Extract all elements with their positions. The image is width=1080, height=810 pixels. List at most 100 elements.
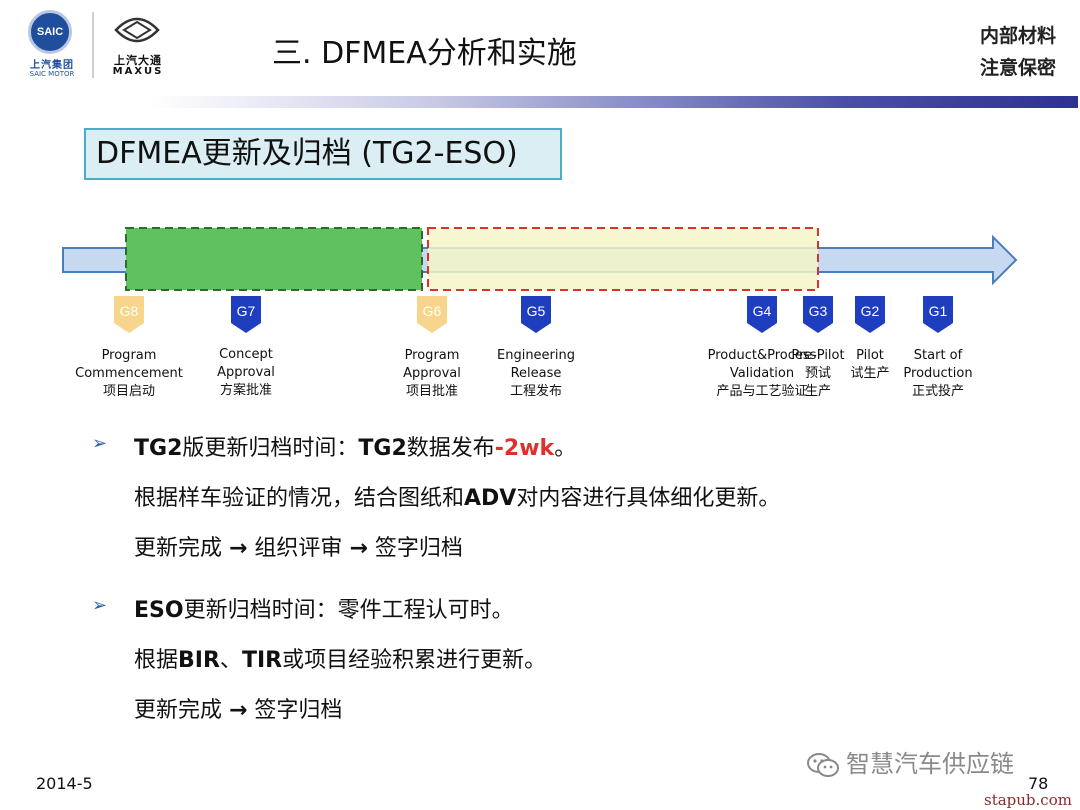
gate-g2-marker: G2 <box>855 296 885 333</box>
maxus-mark-icon <box>114 17 160 43</box>
gate-label-line: Validation <box>729 366 795 381</box>
gate-label-line: 生产 <box>804 384 831 399</box>
bullet-text: 数据发布 <box>406 436 495 461</box>
gate-g8-marker: G8 <box>114 296 144 333</box>
bullet-line: 更新完成 → 签字归档 <box>134 692 342 724</box>
bullet-text: 。 <box>554 436 577 461</box>
gate-label-line: Pilot <box>856 348 884 363</box>
gate-label-line: Concept <box>219 347 273 362</box>
bullet-text: 根据样车验证的情况，结合图纸和 <box>134 486 465 511</box>
bullet-text: 更新完成 <box>134 536 229 561</box>
gate-label-line: 工程发布 <box>509 384 562 399</box>
gate-g8-id: G8 <box>120 303 139 319</box>
bullet-text: 更新归档时间：零件工程认可时。 <box>183 598 514 623</box>
bullet-text: 更新完成 <box>134 698 229 723</box>
gate-g4-id: G4 <box>753 303 772 319</box>
gate-g7-marker: G7 <box>231 296 261 333</box>
gate-label-line: Program <box>101 348 157 363</box>
gate-label-line: Approval <box>403 366 461 381</box>
timeline-graphic <box>62 227 1018 291</box>
maxus-cn-text: 上汽大通 <box>114 54 162 67</box>
gate-label-line: Program <box>404 348 460 363</box>
footer-date: 2014-5 <box>36 774 93 793</box>
gate-label-line: Commencement <box>75 366 183 381</box>
confidential-label: 内部材料 注意保密 <box>980 20 1056 84</box>
gate-label-line: Release <box>510 366 562 381</box>
eso-zone-yellow <box>427 227 819 291</box>
gate-label-line: 方案批准 <box>219 383 272 398</box>
bullet-text: → <box>229 536 248 561</box>
gate-label-line: 试生产 <box>850 366 890 381</box>
bullet-arrow-icon: ➢ <box>92 433 108 454</box>
bullet-text: 组织评审 <box>247 536 350 561</box>
bullet-text: 根据 <box>134 648 179 673</box>
bullet-text: ADV <box>464 486 517 511</box>
gate-g3-id: G3 <box>809 303 828 319</box>
page-title: 三. DFMEA分析和实施 <box>272 36 577 71</box>
gate-g3-label: Pre-Pilot 预试生产 <box>788 347 848 401</box>
gate-label-line: 预试 <box>804 366 831 381</box>
wechat-label: 智慧汽车供应链 <box>846 750 1014 778</box>
gate-g3-marker: G3 <box>803 296 833 333</box>
gate-label-line: 正式投产 <box>911 384 964 399</box>
gate-label-line: 项目启动 <box>102 384 155 399</box>
bullet-text: 签字归档 <box>247 698 343 723</box>
bullet-text: → <box>229 698 248 723</box>
maxus-logo: 上汽大通 MAXUS <box>102 12 174 78</box>
bullet-line: 根据BIR、TIR或项目经验积累进行更新。 <box>134 642 546 674</box>
bullet-text: 签字归档 <box>367 536 463 561</box>
page-number: 78 <box>1028 774 1049 793</box>
bullet-line: 更新完成 → 组织评审 → 签字归档 <box>134 530 463 562</box>
gate-label-line: Engineering <box>497 348 575 363</box>
saic-badge: SAIC <box>28 10 72 54</box>
gate-g6-id: G6 <box>423 303 442 319</box>
saic-en-text: SAIC MOTOR <box>29 70 75 78</box>
bullet-text: TG2 <box>358 436 407 461</box>
gate-label-line: Pre-Pilot <box>791 348 845 363</box>
bullet-text: ESO <box>134 598 184 623</box>
maxus-en-text: MAXUS <box>112 66 164 77</box>
logo-divider <box>92 12 94 78</box>
bullet-text: 版更新归档时间： <box>182 436 359 461</box>
gate-g6-marker: G6 <box>417 296 447 333</box>
bullet-text: 、 <box>219 648 242 673</box>
saic-cn-text: 上汽集团 <box>30 60 74 71</box>
gate-label-line: Production <box>903 366 973 381</box>
gate-g1-label: Start of Production 正式投产 <box>873 347 1003 401</box>
gate-label-line: Start of <box>913 348 963 363</box>
gate-label-line: Product&Process <box>707 348 817 363</box>
section-title: DFMEA更新及归档 (TG2-ESO) <box>84 128 562 180</box>
gate-g7-id: G7 <box>237 303 256 319</box>
gate-label-line: 产品与工艺验证 <box>716 384 808 399</box>
gate-label-line: Approval <box>217 365 275 380</box>
bullet-text: → <box>349 536 368 561</box>
bullet-text: -2wk <box>494 436 555 461</box>
bullet-line: 根据样车验证的情况，结合图纸和ADV对内容进行具体细化更新。 <box>134 480 780 512</box>
bullet-text: BIR <box>178 648 220 673</box>
confidential-line2: 注意保密 <box>979 57 1056 79</box>
bullet-line: ESO更新归档时间：零件工程认可时。 <box>134 592 514 624</box>
gate-g1-id: G1 <box>929 303 948 319</box>
bullet-text: TG2 <box>134 436 183 461</box>
gate-g5-marker: G5 <box>521 296 551 333</box>
wechat-watermark: 智慧汽车供应链 <box>806 744 1014 779</box>
gate-g2-label: Pilot 试生产 <box>840 347 900 401</box>
saic-logo: SAIC 上汽集团 SAIC MOTOR <box>22 10 82 78</box>
bullet-arrow-icon: ➢ <box>92 595 108 616</box>
gate-g2-id: G2 <box>861 303 880 319</box>
title-gradient-rule <box>150 96 1078 108</box>
bullet-line: TG2版更新归档时间：TG2数据发布-2wk。 <box>134 430 576 462</box>
tg2-zone-green <box>125 227 423 291</box>
gate-g1-marker: G1 <box>923 296 953 333</box>
wechat-icon <box>807 753 839 777</box>
confidential-line1: 内部材料 <box>979 25 1056 47</box>
gate-g4-marker: G4 <box>747 296 777 333</box>
bullet-text: TIR <box>241 648 283 673</box>
bullet-text: 或项目经验积累进行更新。 <box>282 648 547 673</box>
